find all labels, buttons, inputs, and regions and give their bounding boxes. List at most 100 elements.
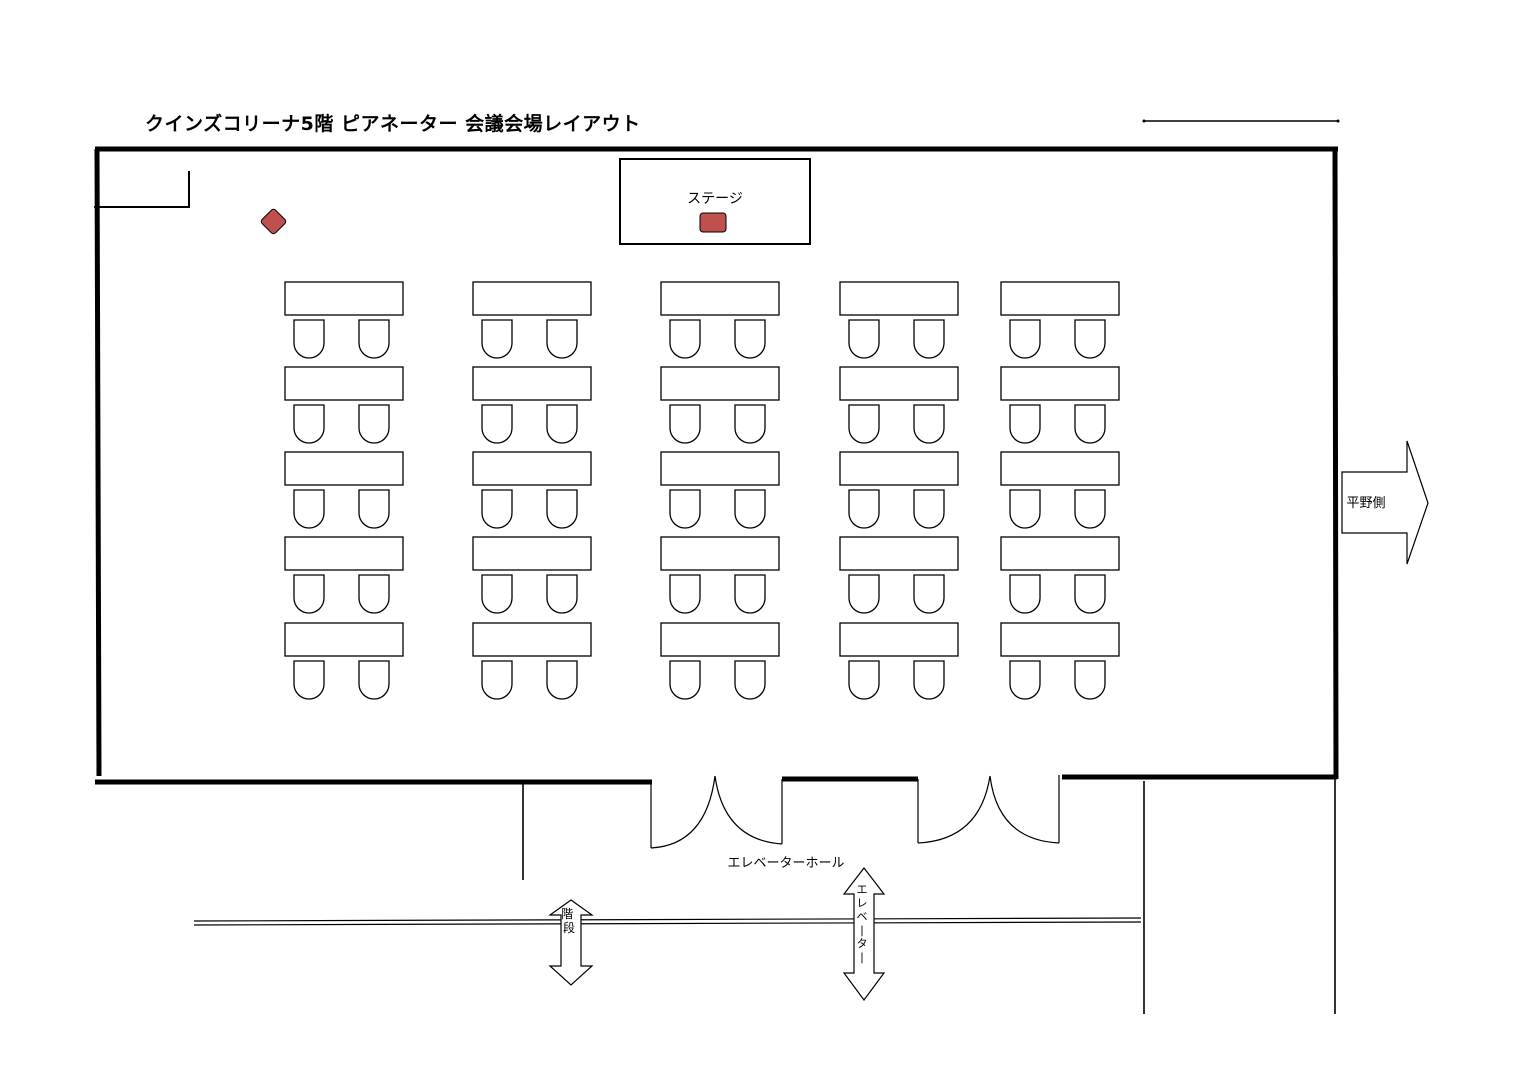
stairs-char-2: 段 xyxy=(563,920,575,935)
double-door-left xyxy=(650,775,783,849)
chair xyxy=(546,319,578,359)
table xyxy=(284,536,404,571)
table xyxy=(472,281,592,316)
chair xyxy=(293,404,325,444)
elevator-label-char: エ xyxy=(857,883,868,896)
elevator-arrow: エレベ|タ| xyxy=(842,867,886,1002)
chair xyxy=(1074,660,1106,700)
chair xyxy=(848,489,880,529)
chair xyxy=(669,319,701,359)
chair xyxy=(734,489,766,529)
table xyxy=(284,366,404,401)
chair xyxy=(358,660,390,700)
chair xyxy=(669,404,701,444)
chair xyxy=(848,319,880,359)
chair xyxy=(358,574,390,614)
table xyxy=(284,622,404,657)
chair xyxy=(848,574,880,614)
table xyxy=(839,622,959,657)
east-exit-label: 平野側 xyxy=(1346,496,1385,511)
table xyxy=(839,536,959,571)
chair xyxy=(546,574,578,614)
corridor-walls xyxy=(522,779,1336,1014)
chair xyxy=(1074,489,1106,529)
scale-line xyxy=(1142,119,1340,123)
elevator-label: エレベ|タ| xyxy=(857,883,868,964)
chair xyxy=(913,660,945,700)
table xyxy=(284,281,404,316)
chair xyxy=(1009,660,1041,700)
chair xyxy=(1009,319,1041,359)
chair xyxy=(848,660,880,700)
chair xyxy=(913,319,945,359)
corner-partition xyxy=(94,171,190,208)
chair xyxy=(669,574,701,614)
stage-podium xyxy=(699,212,727,233)
chair xyxy=(293,574,325,614)
chair xyxy=(669,660,701,700)
chair xyxy=(1074,574,1106,614)
table xyxy=(284,451,404,486)
table xyxy=(660,622,780,657)
chair xyxy=(1074,404,1106,444)
chair xyxy=(358,404,390,444)
chair xyxy=(1009,489,1041,529)
table xyxy=(839,281,959,316)
table xyxy=(1000,536,1120,571)
chair xyxy=(481,319,513,359)
table xyxy=(1000,622,1120,657)
elevator-label-char: タ xyxy=(857,937,868,950)
table xyxy=(472,536,592,571)
stairs-label: 階 段 xyxy=(561,906,577,935)
elevator-label-char: | xyxy=(860,951,864,964)
marker-diamond xyxy=(260,208,287,235)
chair xyxy=(1074,319,1106,359)
chair xyxy=(546,404,578,444)
chair xyxy=(293,489,325,529)
chair xyxy=(546,489,578,529)
stairs-arrow: 階 段 xyxy=(548,899,594,986)
elevator-label-char: | xyxy=(860,924,864,937)
room-walls xyxy=(94,146,1339,785)
elevator-hall-label: エレベーターホール xyxy=(727,856,844,871)
double-door-right xyxy=(917,775,1060,844)
table xyxy=(472,366,592,401)
table xyxy=(839,451,959,486)
chair xyxy=(1009,574,1041,614)
east-exit-arrow: 平野側 xyxy=(1341,440,1429,565)
chair xyxy=(1009,404,1041,444)
chair xyxy=(546,660,578,700)
chair xyxy=(293,660,325,700)
chair xyxy=(734,404,766,444)
chair xyxy=(734,319,766,359)
table xyxy=(472,451,592,486)
table xyxy=(660,281,780,316)
stage: ステージ xyxy=(619,158,811,245)
chair xyxy=(669,489,701,529)
stage-label: ステージ xyxy=(687,191,743,207)
chair xyxy=(358,489,390,529)
chair xyxy=(481,489,513,529)
chair xyxy=(913,489,945,529)
table xyxy=(472,622,592,657)
chair xyxy=(913,404,945,444)
chair xyxy=(734,574,766,614)
chair xyxy=(481,574,513,614)
table xyxy=(660,536,780,571)
table xyxy=(1000,451,1120,486)
table xyxy=(1000,281,1120,316)
elevator-label-char: レ xyxy=(857,897,868,910)
chair xyxy=(293,319,325,359)
chair xyxy=(358,319,390,359)
chair xyxy=(481,660,513,700)
page-title: クインズコリーナ5階 ピアネーター 会議会場レイアウト xyxy=(145,113,641,135)
table xyxy=(839,366,959,401)
table xyxy=(660,366,780,401)
table xyxy=(1000,366,1120,401)
corridor-double-line xyxy=(193,917,1142,926)
chair xyxy=(481,404,513,444)
seating-area xyxy=(284,281,1120,700)
stairs-char-1: 階 xyxy=(561,906,573,921)
table xyxy=(660,451,780,486)
